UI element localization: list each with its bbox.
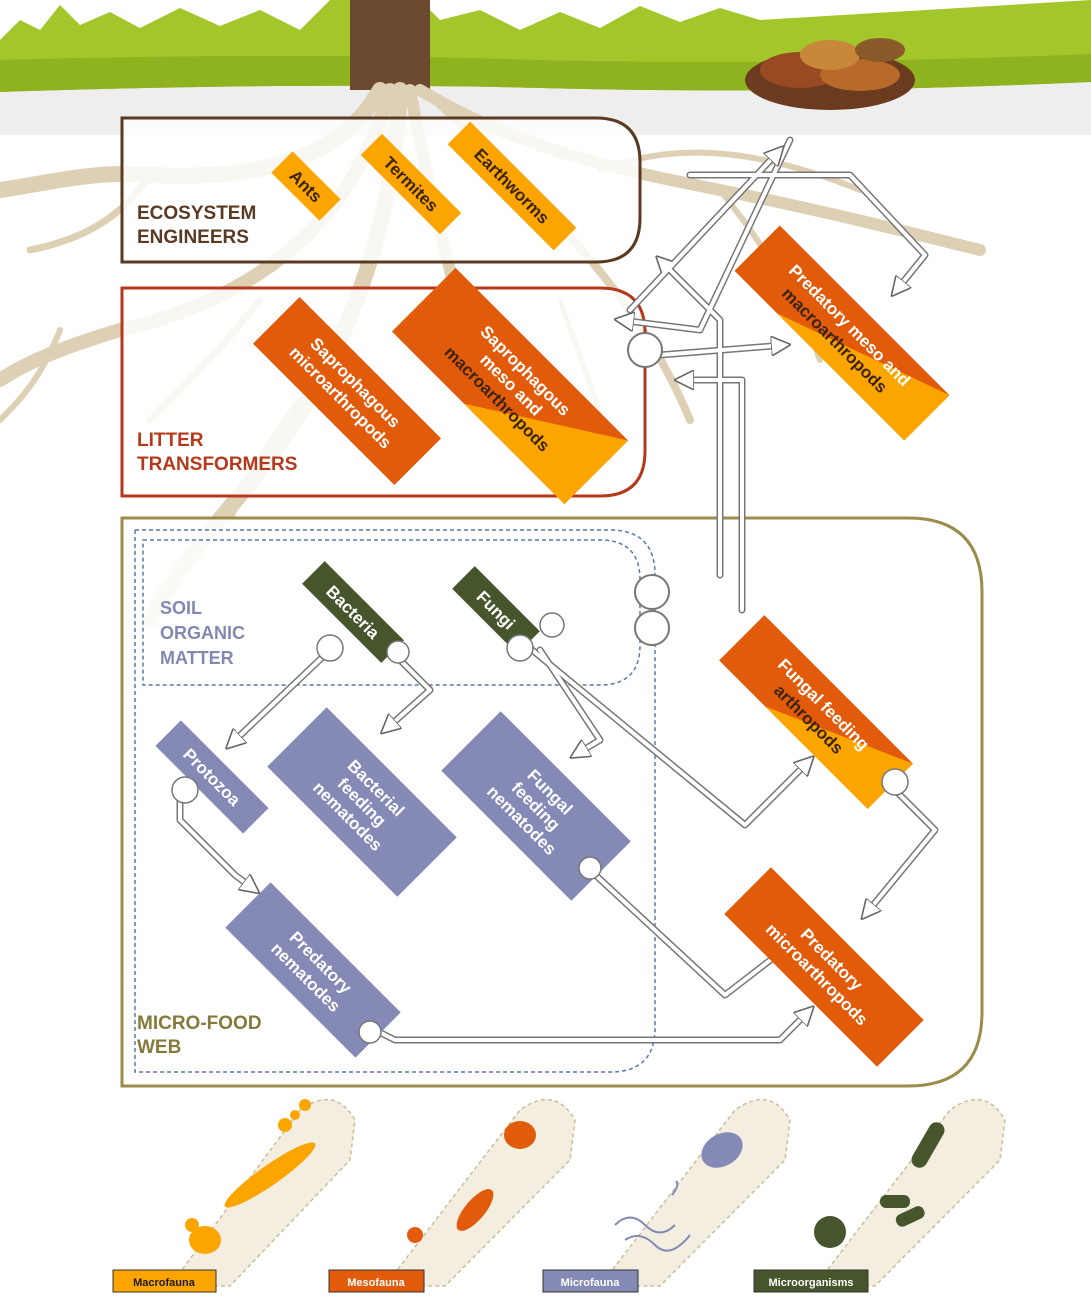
micro-food-web-label-line1: MICRO-FOOD — [137, 1013, 262, 1034]
millipede-icon — [224, 1142, 316, 1208]
mite-icon — [504, 1121, 536, 1149]
group-soil-organic-matter: SOIL ORGANIC MATTER — [134, 529, 656, 1073]
ecosystem-engineers-frame — [120, 116, 642, 264]
legend-mesofauna-swatch — [328, 1269, 425, 1293]
legend-microfauna-label: Microfauna — [561, 1277, 621, 1289]
small-mite-icon — [407, 1227, 423, 1243]
legend-microorganisms-panel — [813, 1098, 1006, 1287]
junction-micro-lower — [634, 610, 670, 646]
protozoan-icon — [701, 1132, 743, 1168]
node-bacterial-feeding-nematodes: Bacterial feeding nematodes — [267, 707, 457, 897]
node-predatory-meso-macroarthropods: Predatory meso and macroarthropods — [734, 225, 950, 441]
junction-micro-upper — [634, 574, 670, 610]
ecosystem-engineers-label-line2: ENGINEERS — [137, 227, 249, 248]
soil-organic-matter-label-line3: MATTER — [160, 648, 234, 668]
legend-macrofauna-swatch — [112, 1269, 217, 1293]
soil-organic-matter-frame — [142, 539, 641, 686]
spore-icon — [814, 1216, 846, 1248]
legend-macrofauna-label: Macrofauna — [133, 1277, 196, 1289]
arrow-fill-layer — [178, 138, 937, 1042]
legend-microfauna: Microfauna — [542, 1098, 791, 1293]
beetle-icon — [185, 1218, 221, 1254]
legend-microorganisms-label: Microorganisms — [769, 1277, 854, 1289]
junctions — [627, 332, 670, 646]
litter-transformers-label-line1: LITTER — [137, 430, 204, 451]
legend-mesofauna-label: Mesofauna — [347, 1277, 405, 1289]
node-connectors — [171, 612, 909, 1044]
micro-food-web-dashed-frame — [134, 529, 656, 1073]
legend-microfauna-swatch — [542, 1269, 639, 1293]
legend-microfauna-panel — [598, 1098, 791, 1287]
litter-transformers-label-line2: TRANSFORMERS — [137, 454, 297, 475]
soil-organic-matter-label-line1: SOIL — [160, 598, 202, 618]
legend-microorganisms: Microorganisms — [753, 1098, 1006, 1293]
soil-organic-matter-label-line2: ORGANIC — [160, 623, 245, 643]
legend: Macrofauna Mesofauna — [112, 1098, 1006, 1293]
micro-food-web-label-line2: WEB — [137, 1037, 181, 1058]
leaf-litter-pile — [745, 38, 915, 110]
legend-macrofauna: Macrofauna — [112, 1098, 356, 1293]
ecosystem-engineers-label-line1: ECOSYSTEM — [137, 203, 256, 224]
nematode-icon — [614, 1180, 691, 1252]
springtail-icon — [456, 1189, 494, 1231]
arrows — [176, 136, 939, 1044]
legend-macrofauna-panel — [168, 1098, 356, 1287]
group-ecosystem-engineers: ECOSYSTEM ENGINEERS — [120, 116, 642, 264]
bacterium-icon — [880, 1122, 945, 1227]
legend-microorganisms-swatch — [753, 1269, 869, 1293]
junction-litter — [627, 332, 663, 368]
ant-icon — [278, 1099, 311, 1132]
tree-trunk — [350, 0, 430, 90]
legend-mesofauna: Mesofauna — [328, 1098, 576, 1293]
